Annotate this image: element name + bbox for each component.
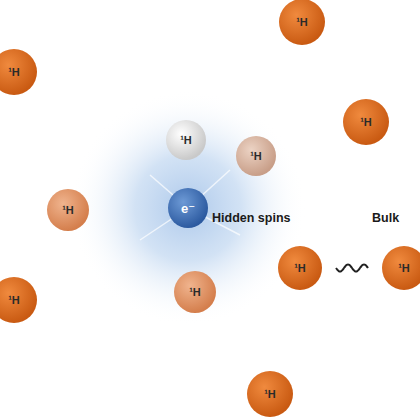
particle-label: ¹H bbox=[8, 295, 20, 306]
circle-fill bbox=[166, 120, 206, 160]
circle-fill bbox=[0, 49, 37, 95]
circle-fill bbox=[174, 271, 216, 313]
proton-spin: ¹H bbox=[279, 0, 325, 45]
proton-spin: ¹H bbox=[278, 246, 322, 290]
particle-label: ¹H bbox=[360, 117, 372, 128]
proton-spin: ¹H bbox=[166, 120, 206, 160]
particle-label: ¹H bbox=[250, 151, 262, 162]
circle-fill bbox=[247, 371, 293, 417]
circle-fill bbox=[168, 188, 208, 228]
particle-label: ¹H bbox=[189, 287, 201, 298]
circle-fill bbox=[236, 136, 276, 176]
circle-fill bbox=[382, 246, 420, 290]
particle-label: ¹H bbox=[296, 17, 308, 28]
proton-spin: ¹H bbox=[343, 99, 389, 145]
particle-label: ¹H bbox=[294, 263, 306, 274]
circle-fill bbox=[0, 277, 37, 323]
proton-spin: ¹H bbox=[174, 271, 216, 313]
particle-label: ¹H bbox=[62, 205, 74, 216]
electron-particle: e⁻ bbox=[168, 188, 208, 228]
particle-label: ¹H bbox=[8, 67, 20, 78]
circle-fill bbox=[47, 189, 89, 231]
proton-spin: ¹H bbox=[0, 49, 37, 95]
proton-spin: ¹H bbox=[382, 246, 420, 290]
annotation-label: Bulk bbox=[372, 211, 399, 225]
particle-label: ¹H bbox=[180, 135, 192, 146]
particle-label: ¹H bbox=[398, 263, 410, 274]
proton-spin: ¹H bbox=[247, 371, 293, 417]
particle-label: e⁻ bbox=[181, 202, 195, 215]
cloud-rays bbox=[140, 170, 240, 240]
particle-label: ¹H bbox=[264, 389, 276, 400]
wavy-coupling bbox=[336, 265, 368, 272]
proton-spin: ¹H bbox=[47, 189, 89, 231]
circle-fill bbox=[343, 99, 389, 145]
circle-fill bbox=[279, 0, 325, 45]
electron-cloud bbox=[70, 90, 306, 326]
annotation-label: Hidden spins bbox=[212, 211, 290, 225]
proton-spin: ¹H bbox=[0, 277, 37, 323]
circle-fill bbox=[278, 246, 322, 290]
proton-spin: ¹H bbox=[236, 136, 276, 176]
